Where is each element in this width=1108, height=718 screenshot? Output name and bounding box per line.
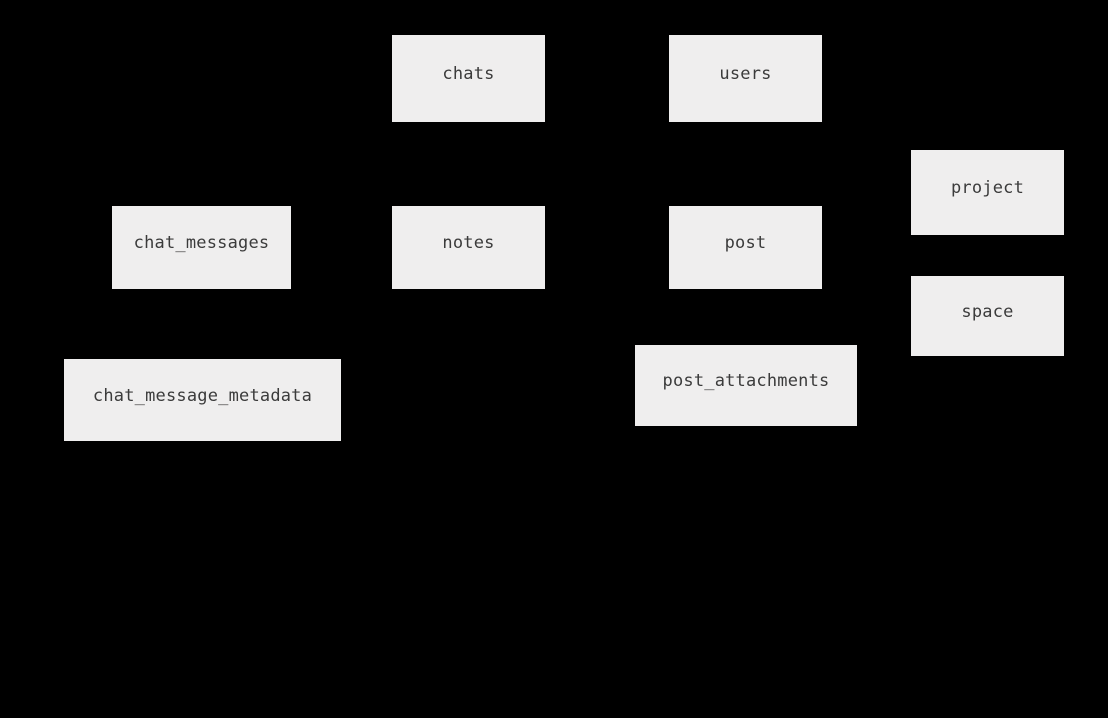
table-node-label: post — [724, 233, 767, 253]
table-node-chats[interactable]: chats — [392, 35, 545, 122]
table-node-chat-messages[interactable]: chat_messages — [112, 206, 291, 289]
table-node-label: space — [961, 301, 1014, 322]
table-node-project[interactable]: project — [911, 150, 1064, 235]
table-node-label: notes — [442, 233, 495, 253]
table-node-users[interactable]: users — [669, 35, 822, 122]
table-node-label: chat_messages — [133, 233, 270, 253]
table-node-label: chat_message_metadata — [92, 385, 313, 406]
table-node-label: chats — [442, 64, 495, 84]
table-node-label: users — [719, 64, 772, 84]
table-node-post-attachments[interactable]: post_attachments — [635, 345, 857, 426]
table-node-chat-message-metadata[interactable]: chat_message_metadata — [64, 359, 341, 441]
table-node-post[interactable]: post — [669, 206, 822, 289]
table-node-space[interactable]: space — [911, 276, 1064, 356]
table-node-label: project — [950, 178, 1025, 198]
table-node-notes[interactable]: notes — [392, 206, 545, 289]
table-node-label: post_attachments — [662, 371, 830, 391]
